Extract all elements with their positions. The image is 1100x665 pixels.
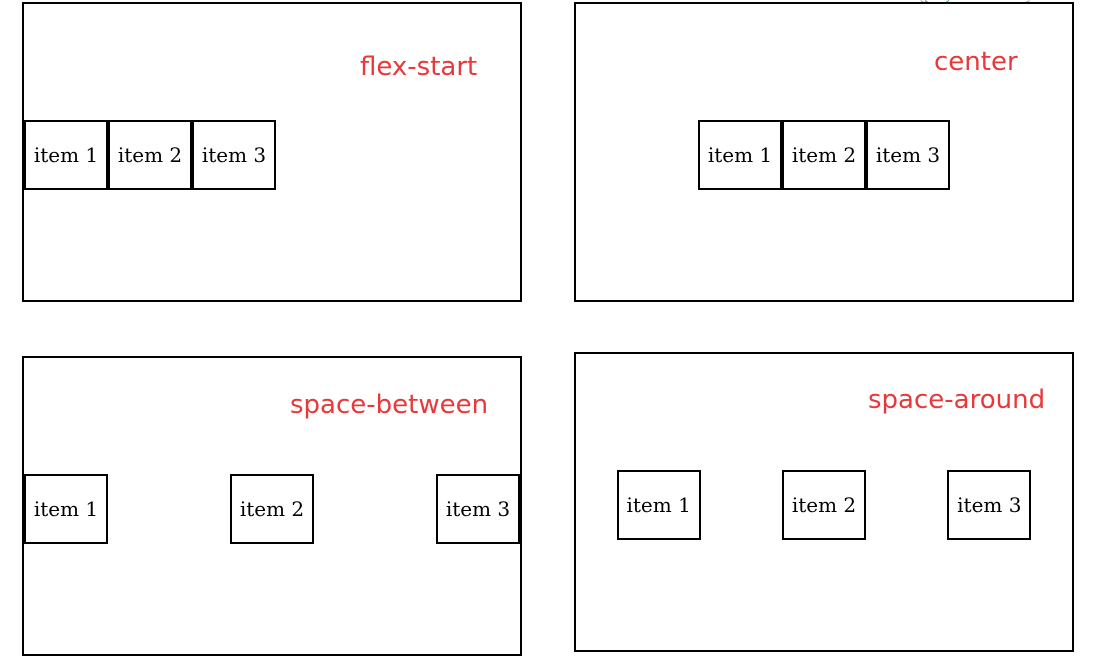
- panel-label-space-between: space-between: [290, 390, 489, 420]
- flex-item: item 3: [866, 120, 950, 190]
- panel-label-center: center: [934, 47, 1018, 77]
- flex-item: item 1: [24, 474, 108, 544]
- item-row-space-between: item 1 item 2 item 3: [24, 474, 520, 544]
- item-row-space-around: item 1 item 2 item 3: [576, 470, 1072, 540]
- space-between-panel: space-between item 1 item 2 item 3: [22, 356, 522, 656]
- flex-start-panel: flex-start item 1 item 2 item 3: [22, 2, 522, 302]
- flex-item: item 3: [192, 120, 276, 190]
- flex-item: item 3: [947, 470, 1032, 540]
- flex-item: item 1: [698, 120, 782, 190]
- flex-item: item 1: [24, 120, 108, 190]
- item-row-flex-start: item 1 item 2 item 3: [24, 120, 520, 190]
- panel-label-flex-start: flex-start: [360, 52, 478, 82]
- flex-item: item 3: [436, 474, 520, 544]
- flex-item: item 1: [616, 470, 701, 540]
- flex-item: item 2: [108, 120, 192, 190]
- panel-label-space-around: space-around: [868, 385, 1046, 415]
- center-panel: center item 1 item 2 item 3: [574, 2, 1074, 302]
- flex-item: item 2: [782, 120, 866, 190]
- flex-item: item 2: [230, 474, 314, 544]
- item-row-center: item 1 item 2 item 3: [576, 120, 1072, 190]
- space-around-panel: space-around item 1 item 2 item 3: [574, 352, 1074, 652]
- flex-item: item 2: [781, 470, 866, 540]
